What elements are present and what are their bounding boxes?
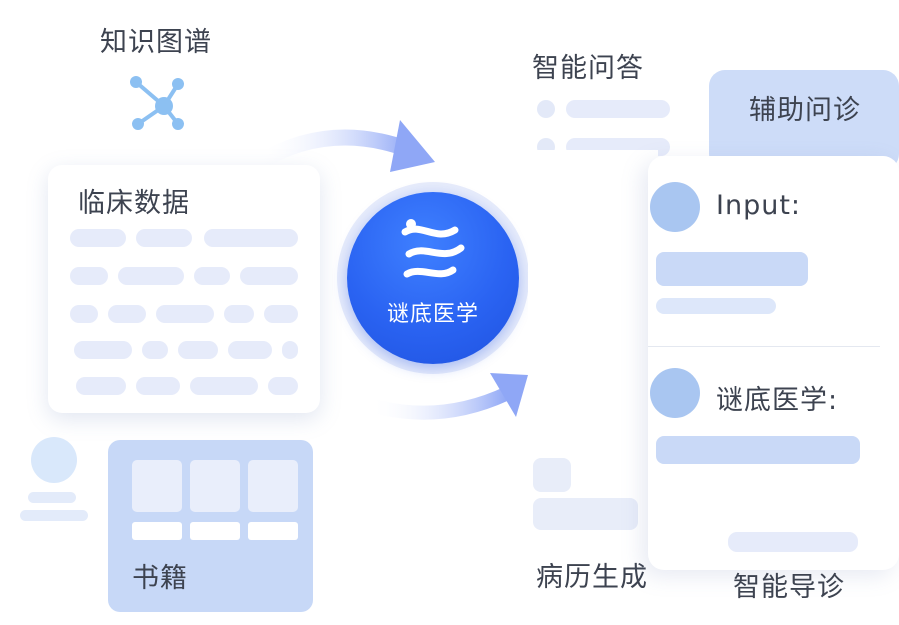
book-tile (190, 460, 240, 512)
message-line (656, 436, 860, 464)
reply-label: 谜底医学: (716, 385, 839, 416)
network-nodes-icon (130, 76, 184, 130)
knowledge-graph-label: 知识图谱 (100, 27, 212, 58)
placeholder-line (264, 305, 298, 323)
placeholder-line (240, 267, 298, 285)
placeholder-line (136, 377, 180, 395)
placeholder-line (76, 377, 126, 395)
books-label: 书籍 (132, 563, 188, 594)
logo-badge: 谜底医学 (347, 192, 519, 364)
placeholder-line (142, 341, 168, 359)
curved-arrow-icon (252, 120, 435, 172)
book-bar (190, 522, 240, 540)
avatar (31, 437, 77, 483)
assisted-consult-bubble: 辅助问诊 (709, 70, 899, 170)
books-card: 书籍 (108, 440, 313, 612)
placeholder-block (533, 498, 638, 530)
placeholder-line (118, 267, 184, 285)
placeholder-line (74, 341, 132, 359)
placeholder-line (204, 229, 298, 247)
message-line (656, 298, 776, 314)
smart-qa-label: 智能问答 (532, 53, 644, 84)
placeholder-line (20, 510, 88, 521)
placeholder-line (70, 267, 108, 285)
book-tile (248, 460, 298, 512)
assisted-consult-label: 辅助问诊 (749, 95, 861, 126)
clinical-data-label: 临床数据 (78, 188, 190, 219)
divider (648, 346, 880, 347)
user-avatar (650, 182, 700, 232)
emr-generation-label: 病历生成 (536, 562, 648, 593)
clinical-data-card: 临床数据 (48, 165, 320, 413)
placeholder-line (70, 305, 98, 323)
placeholder-line (228, 341, 272, 359)
placeholder-line (566, 100, 670, 118)
assistant-avatar (650, 368, 700, 418)
logo-name: 谜底医学 (386, 302, 479, 327)
chat-panel: Input: 谜底医学: (648, 156, 899, 570)
smart-triage-label: 智能导诊 (733, 572, 845, 603)
placeholder-line (156, 305, 214, 323)
placeholder-line (108, 305, 146, 323)
placeholder-line (136, 229, 192, 247)
placeholder-line (190, 377, 258, 395)
curved-arrow-icon (363, 373, 528, 420)
book-bar (132, 522, 182, 540)
book-bar (248, 522, 298, 540)
bullet-dot (537, 100, 555, 118)
message-line (656, 252, 808, 286)
placeholder-line (178, 341, 218, 359)
placeholder-block (533, 458, 571, 492)
book-tile (132, 460, 182, 512)
placeholder-line (728, 532, 858, 552)
placeholder-line (268, 377, 298, 395)
placeholder-line (28, 492, 76, 503)
placeholder-line (70, 229, 126, 247)
mitu-logo-icon (401, 219, 465, 278)
input-label: Input: (716, 190, 802, 221)
placeholder-line (282, 341, 298, 359)
placeholder-line (194, 267, 230, 285)
placeholder-line (224, 305, 254, 323)
